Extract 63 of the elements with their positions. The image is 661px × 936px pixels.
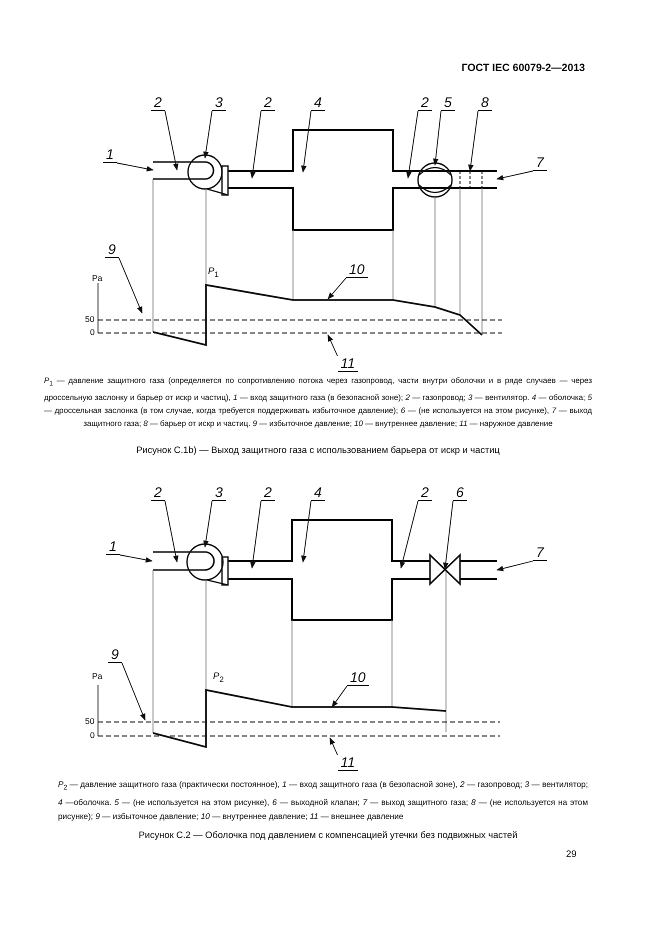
leader-line	[116, 162, 154, 172]
leader-line	[468, 110, 478, 172]
callout-number: 2	[151, 95, 165, 111]
leader-line	[432, 110, 442, 166]
leader-line	[301, 110, 312, 173]
spark-barrier	[460, 170, 482, 188]
figure-title: Рисунок С.2 — Оболочка под давлением с компенсацией утечки без подвижных частей	[138, 830, 518, 840]
callout-number: 4	[311, 485, 325, 501]
page-number: 29	[566, 849, 577, 860]
leader-line	[203, 110, 212, 159]
leader-line	[164, 110, 178, 171]
pressure-label: P$_{1}$	[208, 266, 219, 279]
page-header: ГОСТ IEC 60079-2—2013	[460, 62, 585, 74]
callout-number: 5	[441, 95, 455, 111]
callout-number: 9	[108, 647, 122, 663]
callout-number: 10	[347, 670, 369, 686]
leader-line	[203, 500, 212, 548]
callout-number: 2	[261, 485, 275, 501]
callout-number: 2	[418, 485, 432, 501]
callout-number: 2	[151, 485, 165, 501]
callout-number: 8	[478, 95, 492, 111]
callout-number: 1	[103, 147, 117, 163]
tick-label: 0	[90, 730, 95, 740]
callout-number: 3	[212, 95, 226, 111]
leader-line	[120, 554, 153, 563]
callout-number: 3	[212, 485, 226, 501]
pressure-label: P$_{2}$	[213, 671, 224, 684]
callout-number: 9	[105, 242, 119, 258]
leader-line	[442, 500, 454, 570]
callout-number: 10	[346, 262, 368, 278]
callout-number: 11	[338, 755, 358, 771]
tick-label: 50	[85, 314, 94, 324]
leader-line	[328, 278, 346, 300]
leader-line	[164, 500, 179, 563]
leader-line	[400, 500, 418, 569]
axis-unit: Pa	[92, 671, 102, 681]
leader-line	[332, 686, 348, 708]
callout-number: 4	[311, 95, 325, 111]
leader-line	[122, 662, 146, 721]
tick-label: 0	[90, 327, 95, 337]
callout-number: 7	[533, 155, 547, 171]
outlet-pipe	[459, 560, 498, 580]
valve-symbol	[429, 553, 461, 586]
axis-unit: Pa	[92, 273, 102, 283]
callout-number: 11	[338, 356, 358, 372]
callout-number: 6	[453, 485, 467, 501]
leader-line	[250, 110, 262, 179]
leader-line	[496, 170, 534, 180]
outlet-pipe	[482, 170, 498, 189]
leader-line	[301, 500, 312, 563]
leader-line	[330, 737, 338, 756]
leader-line	[118, 258, 142, 314]
leader-line	[328, 334, 338, 356]
tick-label: 50	[85, 716, 94, 726]
callout-number: 7	[533, 545, 547, 561]
leader-line	[496, 560, 534, 572]
leader-line	[250, 500, 262, 569]
leader-line	[406, 110, 418, 179]
callout-number: 1	[106, 539, 120, 555]
callout-number: 2	[418, 95, 432, 111]
callout-number: 2	[261, 95, 275, 111]
legend-text: P$_{2}$ — давление защитного газа (практически постоянное), 1 — вход защитного газа (в безопасной зоне), 2 — газопровод; 3 — вентилятор; 4 —оболочка. 5 — (не используется на этом рисунке), 6 — выходной клапан; 7 — выход защитного газа; 8 — (не используется на этом рисунке); 9 — избыточное давление; 10 — внутреннее давление; 11 — внешнее давление	[58, 779, 588, 823]
figure-title: Рисунок С.1b) — Выход защитного газа с использованием барьера от искр и частиц	[135, 445, 501, 455]
